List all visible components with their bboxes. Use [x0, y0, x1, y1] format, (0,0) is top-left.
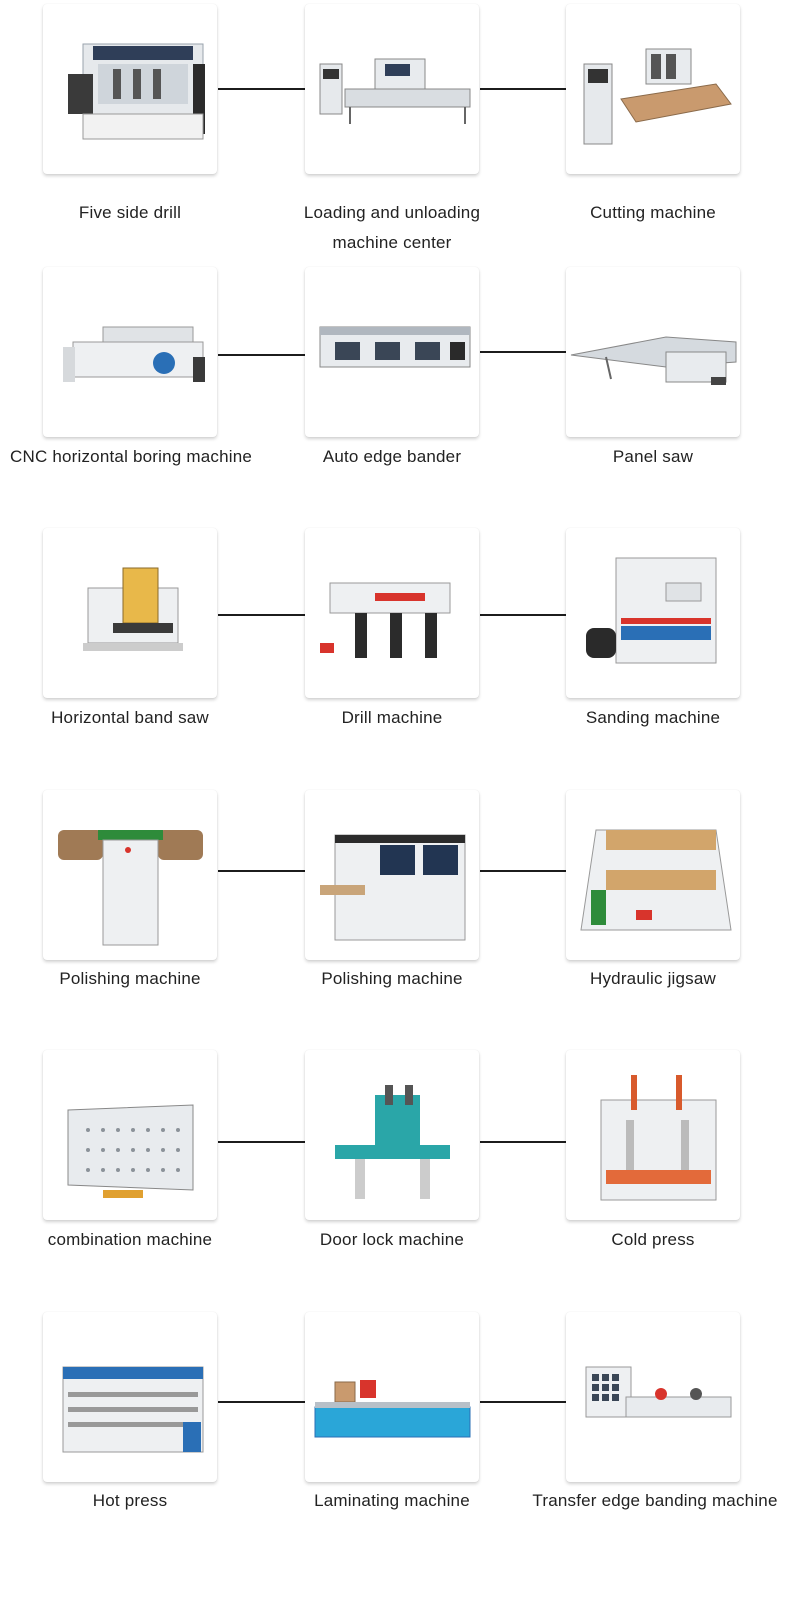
- loading-center-image: [319, 58, 471, 124]
- panel-saw-image: [570, 336, 737, 385]
- combination-machine-image: [67, 1104, 194, 1198]
- machine-card-laminating-machine[interactable]: [305, 1312, 479, 1482]
- cnc-boring-image: [63, 326, 205, 382]
- machine-label: combination machine: [47, 1230, 213, 1249]
- machine-label: Cold press: [611, 1230, 695, 1249]
- polishing-machine-2-image: [320, 834, 466, 941]
- edge-bander-image: [319, 326, 471, 368]
- machine-card-horizontal-band-saw[interactable]: [43, 528, 217, 698]
- row-connector: [480, 351, 567, 353]
- machine-label: Door lock machine: [319, 1230, 465, 1249]
- machine-label: Cutting machine: [590, 203, 716, 222]
- polishing-machine-image: [58, 830, 203, 946]
- machine-label: Panel saw: [612, 447, 694, 466]
- machine-card-auto-edge-bander[interactable]: [305, 267, 479, 437]
- cutting-machine-image: [583, 48, 732, 145]
- machine-label: Horizontal band saw: [51, 708, 209, 727]
- row-connector: [218, 614, 305, 616]
- drill-machine-image: [320, 582, 451, 658]
- machine-label: Hydraulic jigsaw: [589, 969, 717, 988]
- machine-card-combination-machine[interactable]: [43, 1050, 217, 1220]
- machine-card-panel-saw[interactable]: [566, 267, 740, 437]
- machine-label: Sanding machine: [585, 708, 721, 727]
- machine-card-cutting-machine[interactable]: [566, 4, 740, 174]
- door-lock-machine-image: [335, 1085, 450, 1199]
- row-connector: [218, 870, 305, 872]
- machine-card-cold-press[interactable]: [566, 1050, 740, 1220]
- row-connector: [218, 1401, 305, 1403]
- row-connector: [480, 88, 567, 90]
- machine-label: CNC horizontal boring machine: [9, 447, 253, 466]
- machine-card-cnc-horizontal-boring[interactable]: [43, 267, 217, 437]
- machine-label: Polishing machine: [321, 969, 463, 988]
- transfer-edge-banding-image: [585, 1366, 732, 1418]
- row-connector: [218, 1141, 305, 1143]
- machine-card-polishing-machine-1[interactable]: [43, 790, 217, 960]
- machine-label: Polishing machine: [59, 969, 201, 988]
- machine-card-hydraulic-jigsaw[interactable]: [566, 790, 740, 960]
- hydraulic-jigsaw-image: [580, 829, 732, 931]
- row-connector: [480, 1141, 567, 1143]
- cold-press-image: [600, 1075, 717, 1201]
- laminating-machine-image: [314, 1380, 471, 1438]
- machine-card-transfer-edge-banding[interactable]: [566, 1312, 740, 1482]
- row-connector: [218, 88, 305, 90]
- row-connector: [480, 870, 567, 872]
- machine-label: Loading and unloading machine center: [303, 203, 481, 252]
- machine-card-hot-press[interactable]: [43, 1312, 217, 1482]
- hot-press-image: [62, 1366, 204, 1453]
- machine-label: Laminating machine: [314, 1491, 470, 1510]
- machine-card-sanding-machine[interactable]: [566, 528, 740, 698]
- machine-card-five-side-drill[interactable]: [43, 4, 217, 174]
- row-connector: [480, 1401, 567, 1403]
- machine-card-drill-machine[interactable]: [305, 528, 479, 698]
- row-connector: [218, 354, 305, 356]
- machine-card-polishing-machine-2[interactable]: [305, 790, 479, 960]
- machine-label: Drill machine: [341, 708, 443, 727]
- sanding-machine-image: [586, 557, 717, 664]
- five-side-drill-image: [68, 43, 205, 140]
- machine-label: Five side drill: [78, 203, 182, 222]
- row-connector: [480, 614, 567, 616]
- machine-label: Transfer edge banding machine: [532, 1491, 778, 1510]
- machine-card-door-lock-machine[interactable]: [305, 1050, 479, 1220]
- machine-card-loading-unloading-center[interactable]: [305, 4, 479, 174]
- machine-label: Hot press: [92, 1491, 168, 1510]
- band-saw-image: [83, 567, 183, 651]
- machine-label: Auto edge bander: [322, 447, 462, 466]
